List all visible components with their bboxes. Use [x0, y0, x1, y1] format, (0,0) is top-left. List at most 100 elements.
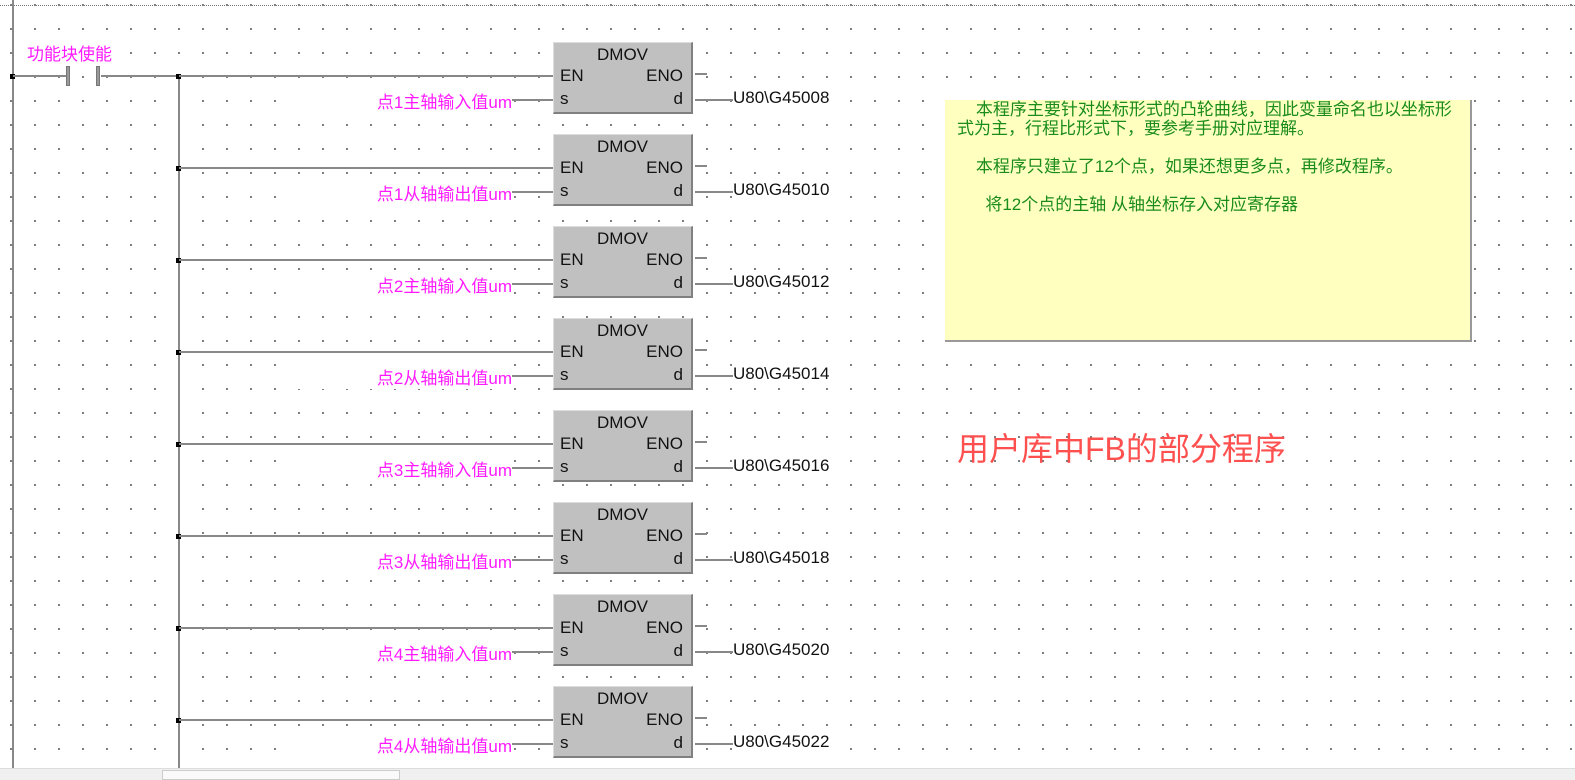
function-name: DMOV: [597, 413, 648, 432]
dmov-block[interactable]: DMOV EN ENO s d: [553, 226, 693, 298]
output-device[interactable]: U80\G45014: [733, 364, 830, 384]
s-wire: [512, 375, 553, 377]
en-pin: EN: [560, 710, 584, 729]
function-name: DMOV: [597, 505, 648, 524]
en-pin: EN: [560, 618, 584, 637]
s-pin: s: [560, 549, 569, 568]
s-wire: [512, 283, 553, 285]
dmov-block[interactable]: DMOV EN ENO s d: [553, 134, 693, 206]
branch-node: [176, 718, 181, 723]
en-wire: [179, 167, 553, 169]
dmov-block[interactable]: DMOV EN ENO s d: [553, 502, 693, 574]
s-wire: [512, 559, 553, 561]
function-name: DMOV: [597, 45, 648, 64]
en-pin: EN: [560, 158, 584, 177]
d-wire: [695, 467, 733, 469]
d-wire: [695, 375, 733, 377]
s-pin: s: [560, 89, 569, 108]
output-device[interactable]: U80\G45022: [733, 732, 830, 752]
output-device[interactable]: U80\G45008: [733, 88, 830, 108]
en-wire: [179, 443, 553, 445]
eno-pin: ENO: [646, 526, 683, 545]
d-pin: d: [673, 365, 683, 384]
comment-note[interactable]: 本程序主要针对坐标形式的凸轮曲线，因此变量命名也以坐标形式为主，行程比形式下，要…: [945, 100, 1472, 342]
en-pin: EN: [560, 434, 584, 453]
contact-right-bar[interactable]: [96, 66, 100, 86]
contact-left-bar[interactable]: [66, 66, 70, 86]
output-device[interactable]: U80\G45010: [733, 180, 830, 200]
dmov-block[interactable]: DMOV EN ENO s d: [553, 686, 693, 758]
en-pin: EN: [560, 66, 584, 85]
dmov-block[interactable]: DMOV EN ENO s d: [553, 594, 693, 666]
d-pin: d: [673, 641, 683, 660]
s-pin: s: [560, 365, 569, 384]
en-wire: [179, 259, 553, 261]
output-device[interactable]: U80\G45018: [733, 548, 830, 568]
branch-rail: [178, 76, 180, 768]
contact-label: 功能块使能: [27, 40, 112, 65]
eno-stub: [695, 533, 707, 535]
en-pin: EN: [560, 342, 584, 361]
top-border: [0, 5, 1575, 6]
en-pin: EN: [560, 250, 584, 269]
eno-pin: ENO: [646, 434, 683, 453]
input-variable[interactable]: 点2从轴输出值um: [292, 364, 512, 389]
function-name: DMOV: [597, 137, 648, 156]
en-wire: [179, 627, 553, 629]
d-pin: d: [673, 549, 683, 568]
d-wire: [695, 651, 733, 653]
note-paragraph-1: 本程序主要针对坐标形式的凸轮曲线，因此变量命名也以坐标形式为主，行程比形式下，要…: [957, 100, 1452, 138]
eno-stub: [695, 257, 707, 259]
d-wire: [695, 559, 733, 561]
input-variable[interactable]: 点4从轴输出值um: [292, 732, 512, 757]
eno-pin: ENO: [646, 66, 683, 85]
branch-node: [176, 442, 181, 447]
input-variable[interactable]: 点3主轴输入值um: [292, 456, 512, 481]
s-pin: s: [560, 181, 569, 200]
s-wire: [512, 743, 553, 745]
rail-node: [10, 74, 15, 79]
branch-node: [176, 74, 181, 79]
eno-stub: [695, 441, 707, 443]
s-pin: s: [560, 733, 569, 752]
horizontal-scrollbar-thumb[interactable]: [162, 770, 400, 780]
s-wire: [512, 467, 553, 469]
eno-stub: [695, 349, 707, 351]
note-paragraph-2: 本程序只建立了12个点，如果还想更多点，再修改程序。: [957, 157, 1403, 176]
wire: [13, 75, 68, 77]
dmov-block[interactable]: DMOV EN ENO s d: [553, 410, 693, 482]
branch-node: [176, 166, 181, 171]
input-variable[interactable]: 点2主轴输入值um: [292, 272, 512, 297]
branch-node: [176, 534, 181, 539]
eno-pin: ENO: [646, 710, 683, 729]
branch-node: [176, 626, 181, 631]
branch-node: [176, 258, 181, 263]
dmov-block[interactable]: DMOV EN ENO s d: [553, 42, 693, 114]
dmov-block[interactable]: DMOV EN ENO s d: [553, 318, 693, 390]
function-name: DMOV: [597, 597, 648, 616]
en-pin: EN: [560, 526, 584, 545]
output-device[interactable]: U80\G45012: [733, 272, 830, 292]
input-variable[interactable]: 点4主轴输入值um: [292, 640, 512, 665]
input-variable[interactable]: 点3从轴输出值um: [292, 548, 512, 573]
s-wire: [512, 99, 553, 101]
en-wire: [179, 719, 553, 721]
input-variable[interactable]: 点1主轴输入值um: [292, 88, 512, 113]
s-wire: [512, 191, 553, 193]
d-pin: d: [673, 89, 683, 108]
d-wire: [695, 283, 733, 285]
en-wire: [179, 75, 553, 77]
annotation-title: 用户库中FB的部分程序: [957, 431, 1286, 467]
en-wire: [179, 535, 553, 537]
eno-stub: [695, 165, 707, 167]
function-name: DMOV: [597, 321, 648, 340]
s-pin: s: [560, 641, 569, 660]
output-device[interactable]: U80\G45016: [733, 456, 830, 476]
branch-node: [176, 350, 181, 355]
eno-pin: ENO: [646, 342, 683, 361]
wire: [101, 75, 179, 77]
input-variable[interactable]: 点1从轴输出值um: [292, 180, 512, 205]
eno-stub: [695, 717, 707, 719]
output-device[interactable]: U80\G45020: [733, 640, 830, 660]
d-pin: d: [673, 273, 683, 292]
